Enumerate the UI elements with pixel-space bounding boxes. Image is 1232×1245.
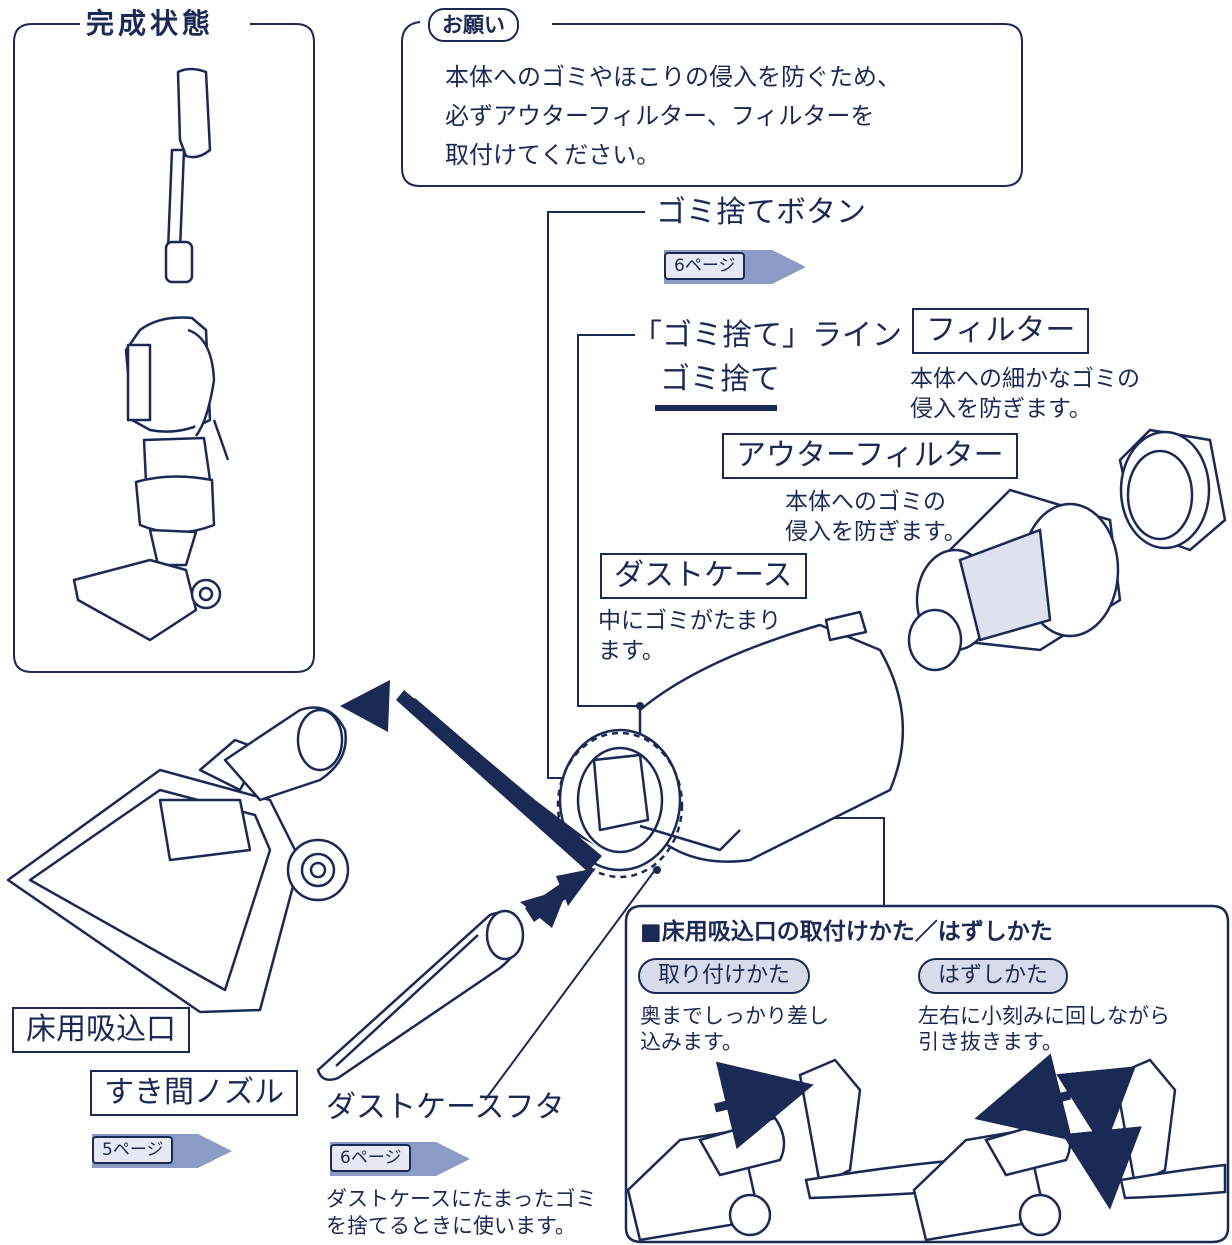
floor-nozzle-illustration — [6, 706, 350, 1014]
attach-illustration — [626, 1058, 962, 1242]
attach-panel-title: ■床用吸込口の取付けかた／はずしかた — [640, 919, 1053, 945]
crevice-nozzle-page-text: 5ページ — [92, 1136, 174, 1164]
attach-desc-line: 奥までしっかり差し — [640, 1004, 829, 1028]
request-note-line: 取付けてください。 — [445, 141, 661, 169]
detach-method-desc: 左右に小刻みに回しながら 引き抜きます。 — [918, 1003, 1170, 1055]
dust-case-desc-line: ます。 — [598, 638, 665, 664]
outer-filter-desc: 本体へのゴミの 侵入を防ぎます。 — [785, 487, 967, 547]
floor-nozzle-label: 床用吸込口 — [12, 1007, 190, 1053]
filter-illustration — [1118, 428, 1227, 552]
stick-vacuum-illustration — [72, 67, 230, 642]
filter-desc: 本体への細かなゴミの 侵入を防ぎます。 — [910, 364, 1140, 424]
detach-desc-line: 左右に小刻みに回しながら — [918, 1004, 1170, 1028]
detach-method-pill: はずしかた — [918, 958, 1069, 994]
dust-button-page-text: 6ページ — [664, 252, 746, 280]
outer-filter-desc-line: 本体へのゴミの — [785, 489, 946, 515]
filter-desc-line: 本体への細かなゴミの — [910, 366, 1140, 392]
filter-desc-line: 侵入を防ぎます。 — [910, 396, 1092, 422]
crevice-nozzle-label: すき間ノズル — [90, 1070, 298, 1116]
dust-case-illustration — [556, 610, 905, 879]
dust-case-desc: 中にゴミがたまり ます。 — [598, 606, 781, 666]
dust-line-marker-text: ゴミ捨て — [660, 362, 780, 397]
request-note-line: 必ずアウターフィルター、フィルターを — [445, 102, 875, 130]
outer-filter-illustration — [907, 488, 1122, 672]
filter-label: フィルター — [912, 308, 1090, 354]
dust-case-lid-desc-line: ダストケースにたまったゴミ — [326, 1187, 597, 1211]
dust-line-label: 「ゴミ捨て」ライン — [632, 318, 902, 353]
crevice-nozzle-illustration — [316, 909, 525, 1081]
dust-case-lid-label: ダストケースフタ — [326, 1090, 565, 1125]
detach-desc-line: 引き抜きます。 — [918, 1030, 1063, 1054]
attach-method-desc: 奥までしっかり差し 込みます。 — [640, 1003, 829, 1055]
dust-button-label: ゴミ捨てボタン — [656, 195, 866, 230]
dust-case-lid-desc: ダストケースにたまったゴミ を捨てるときに使います。 — [326, 1186, 596, 1240]
attach-desc-line: 込みます。 — [640, 1030, 743, 1054]
dust-line-bar — [655, 405, 777, 411]
dust-case-lid-desc-line: を捨てるときに使います。 — [326, 1214, 576, 1238]
dust-case-desc-line: 中にゴミがたまり — [598, 608, 782, 634]
dust-case-label: ダストケース — [600, 553, 807, 599]
attach-method-pill: 取り付けかた — [638, 958, 811, 994]
request-note-tag: お願い — [428, 8, 519, 42]
request-note-line: 本体へのゴミやほこりの侵入を防ぐため、 — [445, 63, 901, 91]
assembly-arrows — [340, 680, 602, 928]
outer-filter-label: アウターフィルター — [722, 433, 1018, 479]
dust-case-lid-page-text: 6ページ — [330, 1144, 412, 1172]
request-note-frame — [401, 21, 1023, 187]
completed-state-frame — [13, 23, 315, 673]
detach-illustration — [912, 1053, 1227, 1242]
completed-state-title: 完成状態 — [86, 7, 215, 40]
request-note-body: 本体へのゴミやほこりの侵入を防ぐため、 必ずアウターフィルター、フィルターを 取… — [445, 58, 901, 175]
outer-filter-desc-line: 侵入を防ぎます。 — [785, 519, 967, 545]
